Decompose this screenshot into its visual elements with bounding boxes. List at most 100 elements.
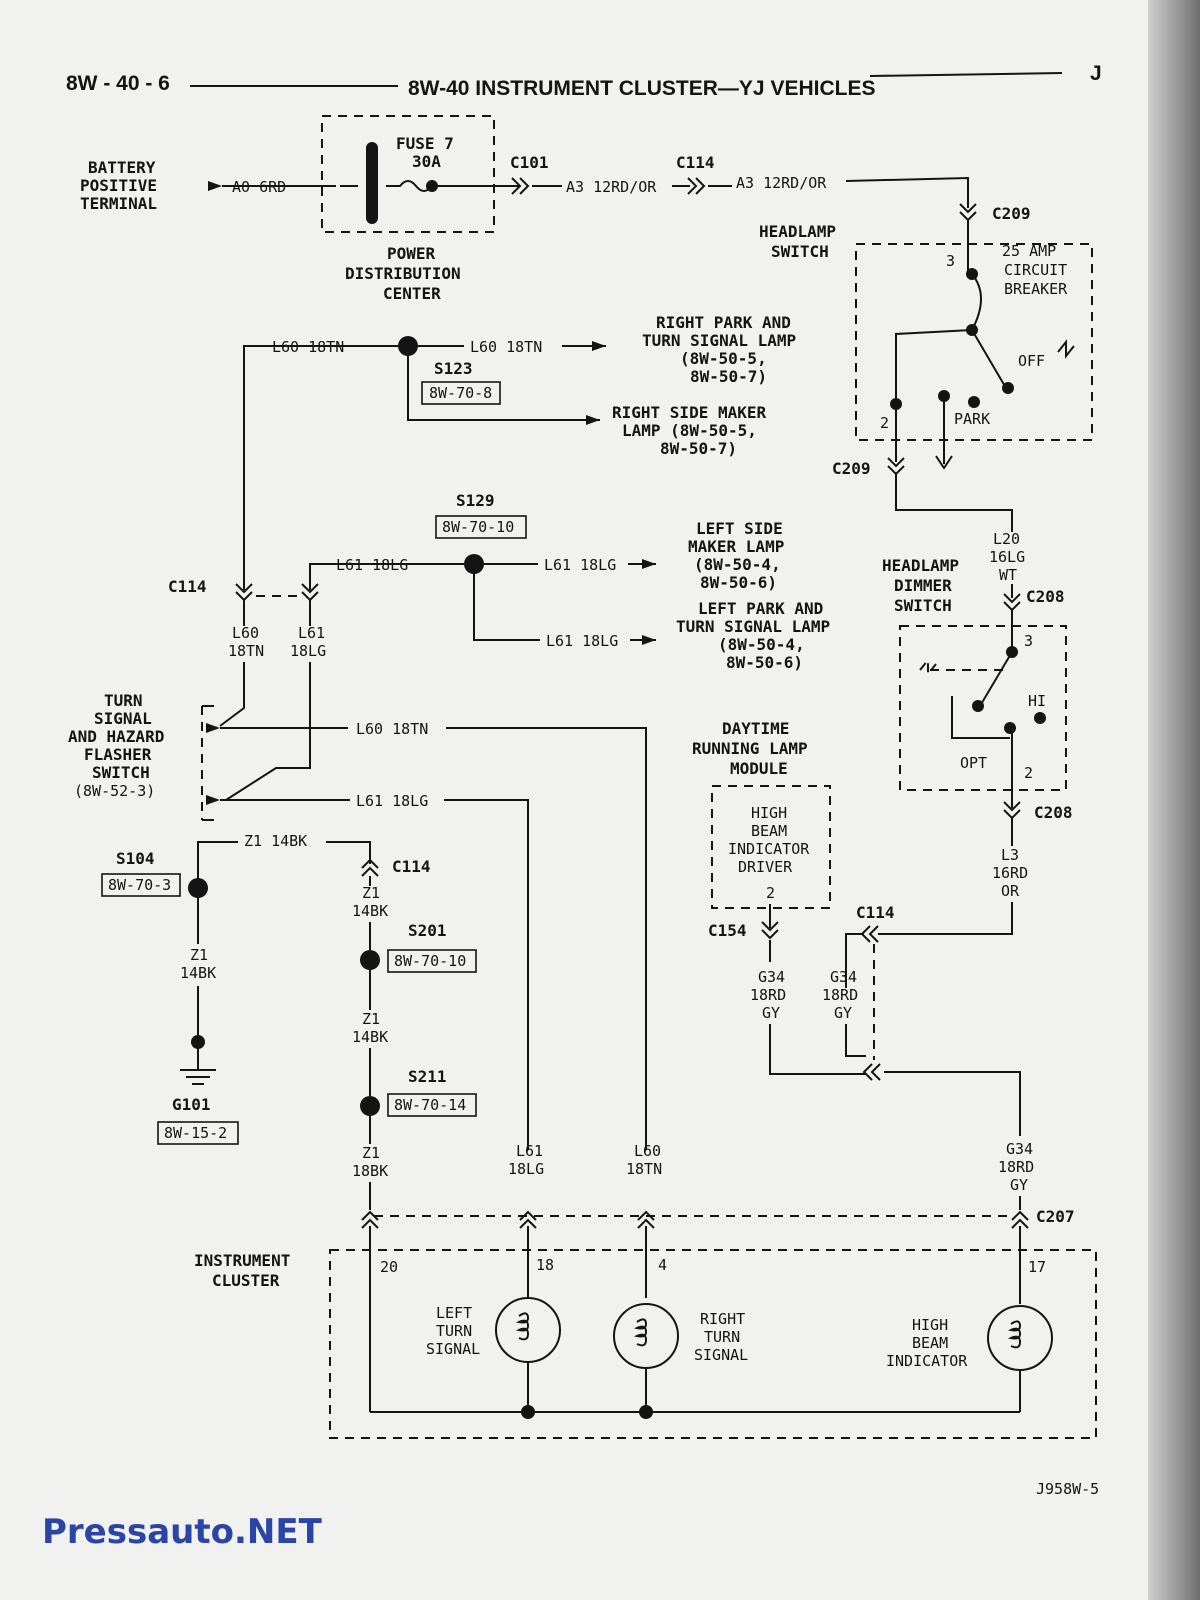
dimmer-name-2: DIMMER: [894, 576, 952, 595]
splice-s123-dot: [398, 336, 418, 356]
splice-s129-ref: 8W-70-10: [442, 518, 514, 536]
circuit-breaker-2: CIRCUIT: [1004, 261, 1067, 279]
left-turn-3: SIGNAL: [426, 1340, 480, 1358]
rpark-1: RIGHT PARK AND: [656, 313, 791, 332]
cluster-name-2: CLUSTER: [212, 1271, 280, 1290]
cluster-name-1: INSTRUMENT: [194, 1251, 290, 1270]
drl-module-box: [711, 785, 831, 909]
g34-a-3: GY: [762, 1004, 780, 1022]
dimmer-hi-label: HI: [1028, 692, 1046, 710]
cl-wire-l61-2: 18LG: [508, 1160, 544, 1178]
pdc-name-1: POWER: [387, 244, 436, 263]
wire-a3-1: A3 12RD/OR: [566, 178, 657, 196]
connector-c101: C101: [510, 153, 549, 172]
ts-wire-a1: L60: [232, 624, 259, 642]
figure-code: J958W-5: [1036, 1480, 1099, 1498]
wire-l60-1: L60 18TN: [272, 338, 344, 356]
cl-pin-17: 17: [1028, 1258, 1046, 1276]
splice-s201-ref: 8W-70-10: [394, 952, 466, 970]
dimmer-switch-box: [899, 625, 1067, 791]
splice-s211-ref: 8W-70-14: [394, 1096, 466, 1114]
cl-wire-l61-1: L61: [516, 1142, 543, 1160]
g34-a-2: 18RD: [750, 986, 786, 1004]
connector-c114-left: C114: [168, 577, 207, 596]
ts-wire-a2: 18TN: [228, 642, 264, 660]
drl-driver-1: HIGH: [751, 804, 787, 822]
g34-a-1: G34: [758, 968, 785, 986]
battery-label-2: POSITIVE: [80, 176, 157, 195]
section-letter: J: [1090, 62, 1102, 85]
splice-s104-dot: [188, 878, 208, 898]
circuit-breaker-3: BREAKER: [1004, 280, 1068, 298]
drl-name-3: MODULE: [730, 759, 788, 778]
dimmer-wire-out-2: 16RD: [992, 864, 1028, 882]
lpark-4: 8W-50-6): [726, 653, 803, 672]
turn-switch-1: TURN: [104, 691, 143, 710]
drl-driver-3: INDICATOR: [728, 840, 810, 858]
hs-pin-3: 3: [946, 252, 955, 270]
hs-park-label: PARK: [954, 410, 990, 428]
lpark-2: TURN SIGNAL LAMP: [676, 617, 830, 636]
splice-s201-name: S201: [408, 921, 447, 940]
lside-1: LEFT SIDE: [696, 519, 783, 538]
z1-a-1: Z1: [190, 946, 208, 964]
lside-2: MAKER LAMP: [688, 537, 784, 556]
instrument-cluster-box: [329, 1249, 1097, 1439]
connector-c209-bottom: C209: [832, 459, 871, 478]
battery-label-1: BATTERY: [88, 158, 156, 177]
right-turn-bulb: [613, 1303, 679, 1369]
wire-l61-2: L61 18LG: [544, 556, 616, 574]
g34-b-1: G34: [830, 968, 857, 986]
page-title: 8W-40 INSTRUMENT CLUSTER—YJ VEHICLES: [408, 77, 875, 100]
ts-wire-b2: 18LG: [290, 642, 326, 660]
wire-l61-3: L61 18LG: [546, 632, 618, 650]
z1-d-1: Z1: [362, 1144, 380, 1162]
dimmer-name-3: SWITCH: [894, 596, 952, 615]
cl-wire-l60-2: 18TN: [626, 1160, 662, 1178]
ground-g101-name: G101: [172, 1095, 211, 1114]
splice-s211-name: S211: [408, 1067, 447, 1086]
high-beam-3: INDICATOR: [886, 1352, 968, 1370]
wire-a3-2: A3 12RD/OR: [736, 174, 827, 192]
battery-label-3: TERMINAL: [80, 194, 157, 213]
dimmer-wire-in-1: L20: [993, 530, 1020, 548]
drl-driver-4: DRIVER: [738, 858, 793, 876]
dimmer-pin-3: 3: [1024, 632, 1033, 650]
rside-1: RIGHT SIDE MAKER: [612, 403, 766, 422]
left-turn-1: LEFT: [436, 1304, 472, 1322]
wire-z1-top: Z1 14BK: [244, 832, 307, 850]
connector-c114-z1: C114: [392, 857, 431, 876]
lpark-1: LEFT PARK AND: [698, 599, 823, 618]
connector-c208-bottom: C208: [1034, 803, 1073, 822]
circuit-breaker-1: 25 AMP: [1002, 242, 1056, 260]
hs-off-label: OFF: [1018, 352, 1045, 370]
lside-4: 8W-50-6): [700, 573, 777, 592]
z1-a-2: 14BK: [180, 964, 216, 982]
wire-l60-3: L60 18TN: [356, 720, 428, 738]
dimmer-wire-in-2: 16LG: [989, 548, 1025, 566]
headlamp-switch-box: [855, 243, 1093, 441]
turn-switch-2: SIGNAL: [94, 709, 152, 728]
rside-2: LAMP (8W-50-5,: [622, 421, 757, 440]
cl-pin-4: 4: [658, 1256, 667, 1274]
splice-s123-name: S123: [434, 359, 473, 378]
dimmer-wire-out-1: L3: [1001, 846, 1019, 864]
book-binding-shadow: [1148, 0, 1200, 1600]
drl-pin: 2: [766, 884, 775, 902]
z1-c-1: Z1: [362, 1010, 380, 1028]
z1-b-2: 14BK: [352, 902, 388, 920]
dimmer-pin-2: 2: [1024, 764, 1033, 782]
fuse-element: [366, 142, 378, 224]
fuse-label-2: 30A: [412, 152, 441, 171]
right-turn-3: SIGNAL: [694, 1346, 748, 1364]
connector-c114-mid: C114: [856, 903, 895, 922]
dimmer-wire-in-3: WT: [999, 566, 1017, 584]
wire-l61-4: L61 18LG: [356, 792, 428, 810]
lside-3: (8W-50-4,: [694, 555, 781, 574]
cl-pin-18: 18: [536, 1256, 554, 1274]
ts-wire-b1: L61: [298, 624, 325, 642]
g34-c-2: 18RD: [998, 1158, 1034, 1176]
fuse-label-1: FUSE 7: [396, 134, 454, 153]
rpark-3: (8W-50-5,: [680, 349, 767, 368]
